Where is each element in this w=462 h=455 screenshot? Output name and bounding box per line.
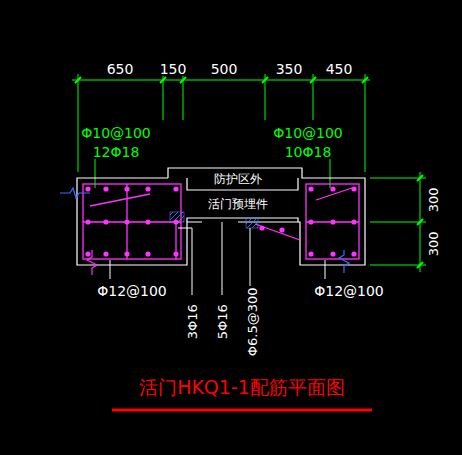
- rebar-dot: [85, 219, 90, 224]
- rebar-dot: [173, 251, 178, 256]
- rebar-dot: [145, 219, 150, 224]
- rebar-note: Φ12@100: [96, 284, 168, 299]
- dimension-text: 150: [159, 62, 188, 77]
- break-line: [60, 188, 349, 273]
- rebar-note: 防护区外: [213, 173, 263, 186]
- rebar-dots: [85, 186, 356, 256]
- break-line: [87, 250, 97, 275]
- rebar-note: Φ12@100: [313, 284, 385, 299]
- embedded-part: [170, 212, 258, 228]
- wall-outline: [77, 168, 365, 265]
- rebar-dot: [330, 251, 335, 256]
- stirrup: [83, 184, 359, 260]
- rebar-dot: [351, 251, 356, 256]
- rebar-note: 活门预埋件: [207, 198, 269, 211]
- rebar-note: 12Φ18: [92, 145, 141, 160]
- rebar-dot: [259, 225, 264, 230]
- rebar-dot: [124, 219, 129, 224]
- rebar-note: Φ10@100: [80, 126, 152, 141]
- rebar-dot: [351, 219, 356, 224]
- rebar-dot: [330, 219, 335, 224]
- rebar-dot: [351, 186, 356, 191]
- rebar-dot: [330, 186, 335, 191]
- rebar-note: 10Φ18: [284, 145, 333, 160]
- rebar-dot: [308, 251, 313, 256]
- dimension-text: 450: [325, 62, 354, 77]
- rebar-dot: [279, 227, 284, 232]
- rebar-note: Φ10@100: [272, 126, 344, 141]
- rebar-dot: [145, 251, 150, 256]
- rebar-dot: [124, 251, 129, 256]
- caption-underline: [112, 409, 372, 412]
- rebar-dot: [103, 251, 108, 256]
- rebar-note: Φ6.5@300: [245, 287, 259, 358]
- rebar-dot: [308, 186, 313, 191]
- rebar-dot: [103, 219, 108, 224]
- dimension-text: 500: [210, 62, 239, 77]
- rebar-dot: [173, 219, 178, 224]
- dimension-text: 350: [275, 62, 304, 77]
- rebar-dot: [103, 186, 108, 191]
- drawing-caption: 活门HKQ1-1配筋平面图: [138, 378, 346, 398]
- rebar-dot: [124, 186, 129, 191]
- dimension-text: 300: [426, 231, 440, 258]
- rebar-dot: [145, 186, 150, 191]
- rebar-dot: [173, 186, 178, 191]
- dimension-text: 300: [426, 187, 440, 214]
- rebar-dot: [85, 251, 90, 256]
- rebar-note: 5Φ16: [216, 303, 230, 340]
- rebar-dot: [85, 186, 90, 191]
- dimension-line: [72, 74, 426, 272]
- rebar-note: 3Φ16: [186, 303, 200, 340]
- rebar-dot: [308, 219, 313, 224]
- dimension-text: 650: [106, 62, 135, 77]
